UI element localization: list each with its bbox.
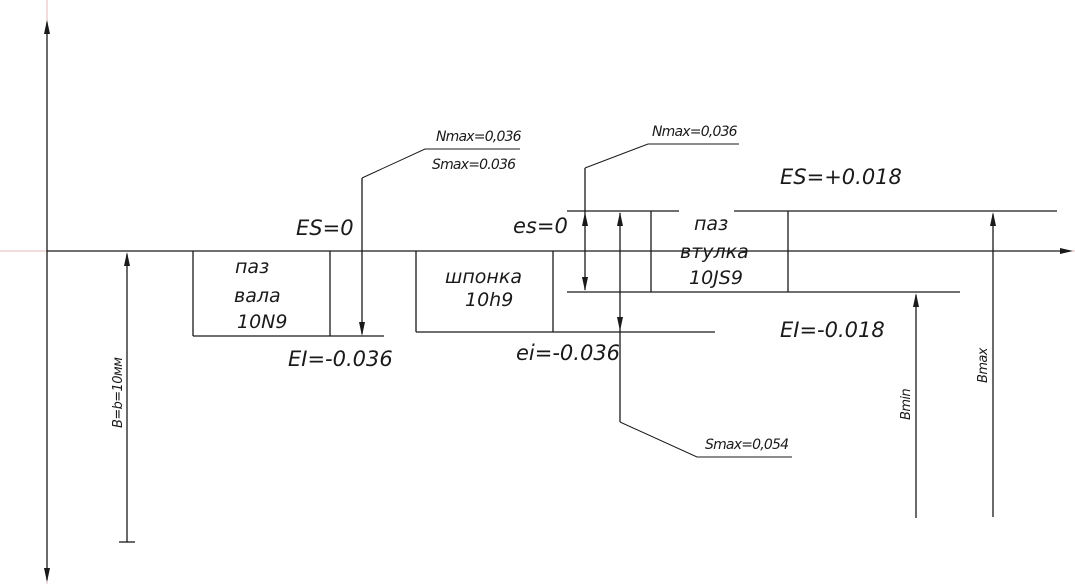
- shaft-slot-name-line2: вала: [234, 285, 281, 307]
- hub-slot-name-line1: паз: [694, 213, 728, 235]
- bmax-label: Bmax: [976, 347, 991, 383]
- shaft-slot-ei-label: EI=-0.036: [288, 347, 393, 371]
- right-smax-arrow-up-icon: [617, 212, 623, 226]
- vertical-axis-arrow-down-icon: [44, 568, 50, 582]
- hub-slot-name-line3: 10JS9: [689, 267, 743, 289]
- shaft-slot-field: [192, 251, 384, 337]
- right-nmax-label: Nmax=0,036: [652, 124, 738, 140]
- right-nmax-arrow-down-icon: [582, 277, 588, 291]
- left-smax-label: Smax=0.036: [432, 157, 516, 173]
- key-name-line1: шпонка: [445, 266, 522, 288]
- left-nmax-label: Nmax=0,036: [436, 129, 522, 145]
- vertical-axis-arrow-up-icon: [44, 20, 50, 34]
- shaft-slot-name-line1: паз: [235, 256, 269, 278]
- bmax-arrow-icon: [990, 212, 996, 226]
- hub-slot-ei-label: EI=-0.018: [780, 318, 885, 342]
- right-nmax-arrow-up-icon: [582, 212, 588, 226]
- hub-slot-es-label: ES=+0.018: [780, 165, 902, 189]
- hub-slot-name-line2: втулка: [680, 241, 749, 263]
- right-nmax-leader: [584, 143, 739, 169]
- bmin-label: Bmin: [899, 389, 914, 420]
- key-field: [415, 251, 715, 333]
- nominal-size-label: B=b=10мм: [111, 357, 126, 428]
- zero-line-arrow-icon: [1060, 248, 1073, 254]
- hub-slot-field: [567, 210, 1057, 293]
- bmin-arrow-icon: [913, 293, 919, 307]
- left-fit-leader: [361, 148, 520, 179]
- right-smax-arrow-down-icon: [617, 317, 623, 331]
- nominal-size-arrow-icon: [124, 252, 130, 266]
- shaft-slot-name-line3: 10N9: [237, 311, 287, 333]
- shaft-slot-es-label: ES=0: [296, 216, 354, 240]
- right-smax-label: Smax=0,054: [705, 437, 788, 453]
- key-es-label: es=0: [513, 214, 568, 238]
- left-fit-arrow-down-icon: [359, 322, 365, 336]
- key-name-line2: 10h9: [465, 289, 513, 311]
- right-smax-leader: [619, 421, 792, 458]
- key-ei-label: ei=-0.036: [516, 341, 620, 365]
